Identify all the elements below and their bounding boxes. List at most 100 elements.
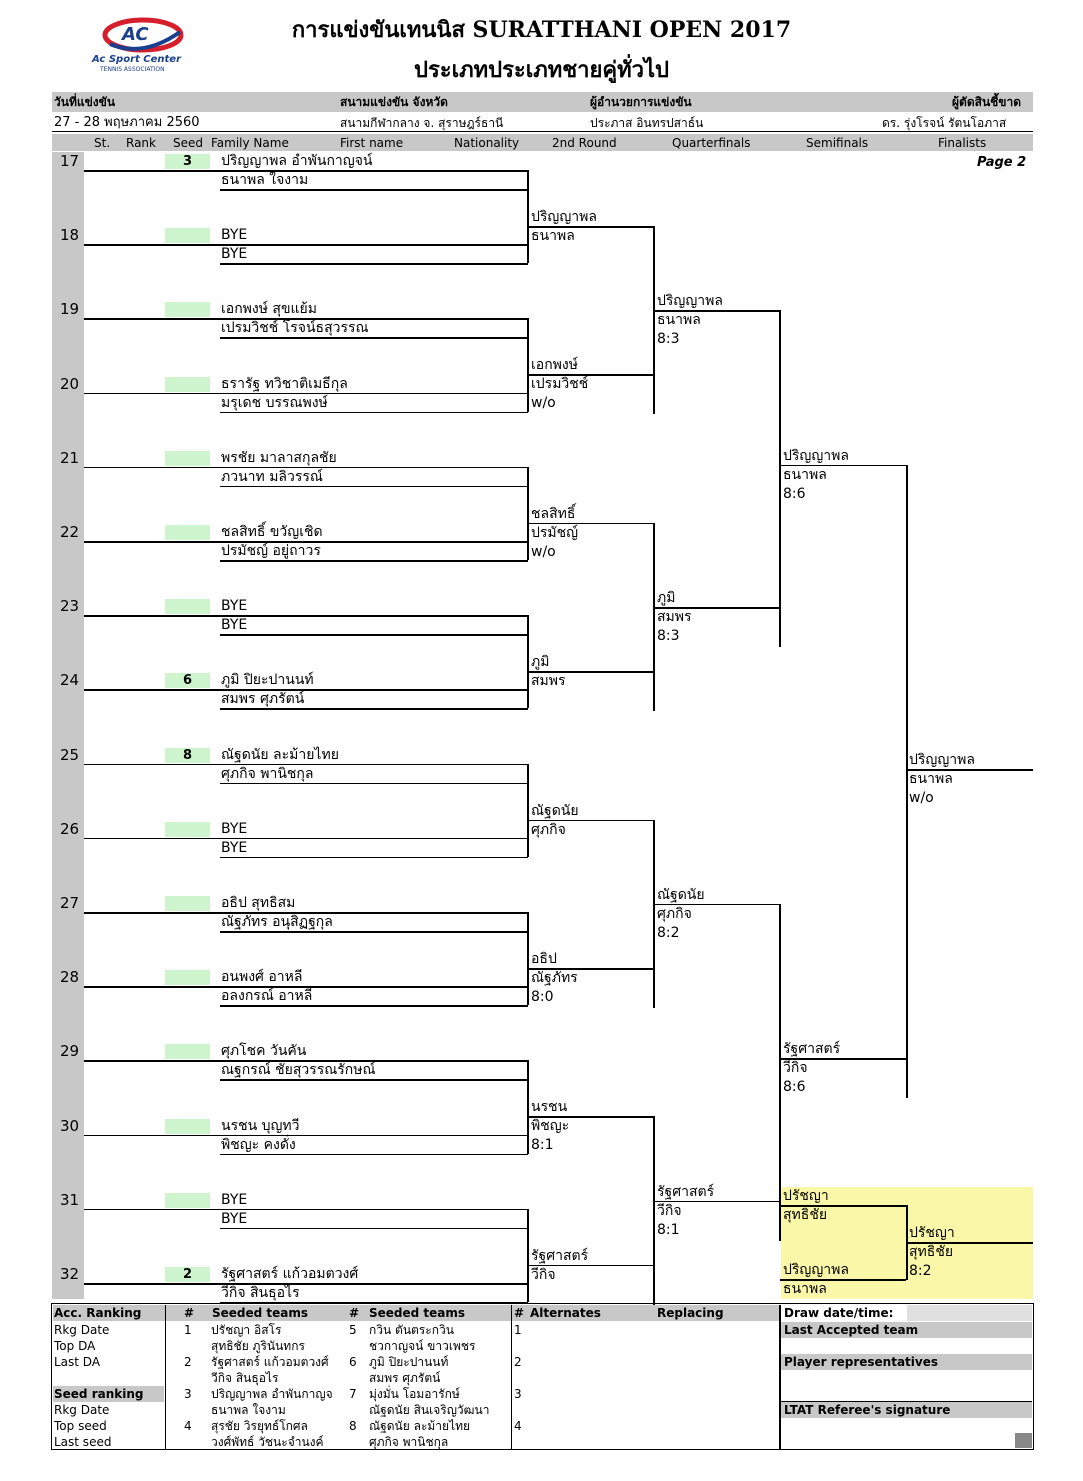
qf-winner-a: ปริญญาพล (657, 293, 723, 310)
bracket-line (653, 522, 655, 712)
logo-line1: Ac Sport Center (92, 54, 181, 65)
player-1-name: พรชัย มาลาสกุลชัย (221, 449, 337, 466)
third-bottom-b: ธนาพล (783, 1281, 827, 1297)
player-2-name: BYE (221, 1210, 248, 1227)
bracket-line (220, 1302, 528, 1304)
bracket-line (84, 1060, 528, 1062)
sf-score: 8:6 (783, 485, 806, 502)
draw-number-strip (52, 152, 84, 1299)
alt-1: 1 (514, 1323, 522, 1337)
player-1-name: ธรารัฐ ทวิชาติเมธีกุล (221, 375, 348, 392)
round2-winner-b: ปรมัชญ์ (531, 524, 579, 541)
seed-number: 2 (184, 1355, 192, 1369)
bracket-line (907, 1242, 1033, 1244)
col-st: St. (94, 136, 111, 150)
round2-winner-b: ศุภกิจ (531, 821, 566, 838)
bracket-line (84, 1134, 528, 1137)
bracket-line (220, 782, 528, 785)
bracket-line (527, 763, 529, 857)
bracket-line (654, 607, 780, 609)
bracket-line (528, 1264, 654, 1267)
bracket-line (220, 931, 528, 933)
seed-team-player-b: ณัฐดนัย สินเจริญวัฒนา (369, 1403, 490, 1417)
player-1-name: อธิป สุทธิสม (221, 895, 296, 911)
bracket-line (528, 522, 654, 525)
page-subtitle: ประเภทประเภทชายคู่ทั่วไป (413, 57, 670, 83)
alt-4: 4 (514, 1419, 522, 1433)
bracket-line (780, 464, 906, 467)
alt-hash: # (514, 1306, 525, 1320)
seed-team-player-a: ปริญญาพล อำพันกาญจ (211, 1387, 333, 1401)
player-1-name: BYE (221, 598, 248, 615)
finalist-a: ปริญญาพล (909, 752, 975, 769)
seeded-teams-label-1: Seeded teams (212, 1306, 309, 1320)
ac-logo-icon (102, 17, 184, 53)
draw-number: 22 (60, 523, 80, 541)
player-1-name: อนพงศ์ อาหลี (221, 969, 303, 986)
bracket-line (527, 170, 529, 264)
alt-3: 3 (514, 1387, 522, 1401)
rkg-date-label-2: Rkg Date (54, 1403, 110, 1417)
round2-winner-a: ภูมิ (531, 654, 550, 671)
page-title: การแข่งขันเทนนิส SURATTHANI OPEN 2017 (291, 17, 792, 43)
bracket-line (528, 374, 654, 376)
qf-score: 8:1 (657, 1221, 680, 1238)
bracket-line (84, 466, 528, 469)
player-2-name: ศุภกิจ พานิชกุล (221, 765, 314, 782)
bracket-line (84, 318, 528, 320)
bracket-line (654, 1200, 780, 1203)
player-1-name: ศุภโชค วันคัน (221, 1043, 307, 1060)
bracket-line (220, 337, 528, 339)
round2-score: 8:0 (531, 989, 554, 1005)
bracket-line (220, 189, 528, 191)
player-2-name: สมพร ศุภรัตน์ (221, 691, 305, 708)
round2-score: w/o (531, 543, 556, 560)
seed-team-player-b: วงศ์พัทธ์ วัชนะจำนงค์ (211, 1435, 324, 1449)
seed-cell: 8 (165, 747, 210, 763)
third-winner-b: สุทธิชัย (909, 1244, 954, 1260)
seed-cell (165, 599, 210, 615)
seed-cell (165, 1044, 210, 1060)
round2-winner-a: เอกพงษ์ (531, 357, 578, 374)
bracket-line (780, 1279, 906, 1281)
bracket-line (528, 1116, 654, 1118)
alt-2: 2 (514, 1355, 522, 1369)
player-1-name: รัฐศาสตร์ แก้วอมตวงศ์ (221, 1266, 359, 1282)
seed-cell (165, 896, 210, 911)
round2-winner-b: วีกิจ (531, 1266, 556, 1283)
draw-number: 23 (60, 597, 80, 616)
seed-cell: 2 (165, 1267, 210, 1282)
seed-cell (165, 376, 210, 392)
sf-score: 8:6 (783, 1079, 806, 1096)
seed-cell (165, 821, 210, 837)
col-finalists: Finalists (938, 136, 987, 150)
qf-winner-b: วีกิจ (657, 1202, 682, 1219)
round2-winner-a: ปริญญาพล (531, 209, 597, 225)
seed-hash-1: # (184, 1306, 195, 1320)
bracket-line (84, 244, 528, 246)
info-underline (52, 131, 1033, 132)
draw-date-label: Draw date/time: (784, 1306, 894, 1320)
round2-winner-b: เปรมวิชช์ (531, 376, 589, 393)
qf-score: 8:3 (657, 628, 680, 644)
acc-ranking-label: Acc. Ranking (54, 1306, 142, 1320)
third-top-a: ปรัชญา (783, 1188, 829, 1204)
seed-cell (165, 450, 210, 466)
info-header-bar (52, 92, 1033, 112)
bracket-line (84, 615, 528, 617)
top-da-label: Top DA (54, 1339, 96, 1353)
seed-hash-2: # (349, 1306, 360, 1320)
bracket-line (220, 856, 528, 859)
draw-number: 29 (60, 1042, 80, 1061)
player-2-name: พิชญะ คงดั่ง (221, 1136, 296, 1153)
bracket-line (220, 634, 528, 636)
top-seed-label: Top seed (54, 1419, 107, 1433)
seed-cell (165, 525, 210, 540)
seeded-teams-label-2: Seeded teams (369, 1306, 466, 1320)
round2-winner-a: นรชน (531, 1099, 568, 1116)
round2-winner-b: ธนาพล (531, 228, 575, 244)
sf-winner-b: ธนาพล (783, 466, 827, 483)
col-first-name: First name (340, 136, 404, 150)
qf-winner-a: รัฐศาสตร์ (657, 1183, 715, 1200)
seed-number: 3 (184, 1387, 192, 1401)
